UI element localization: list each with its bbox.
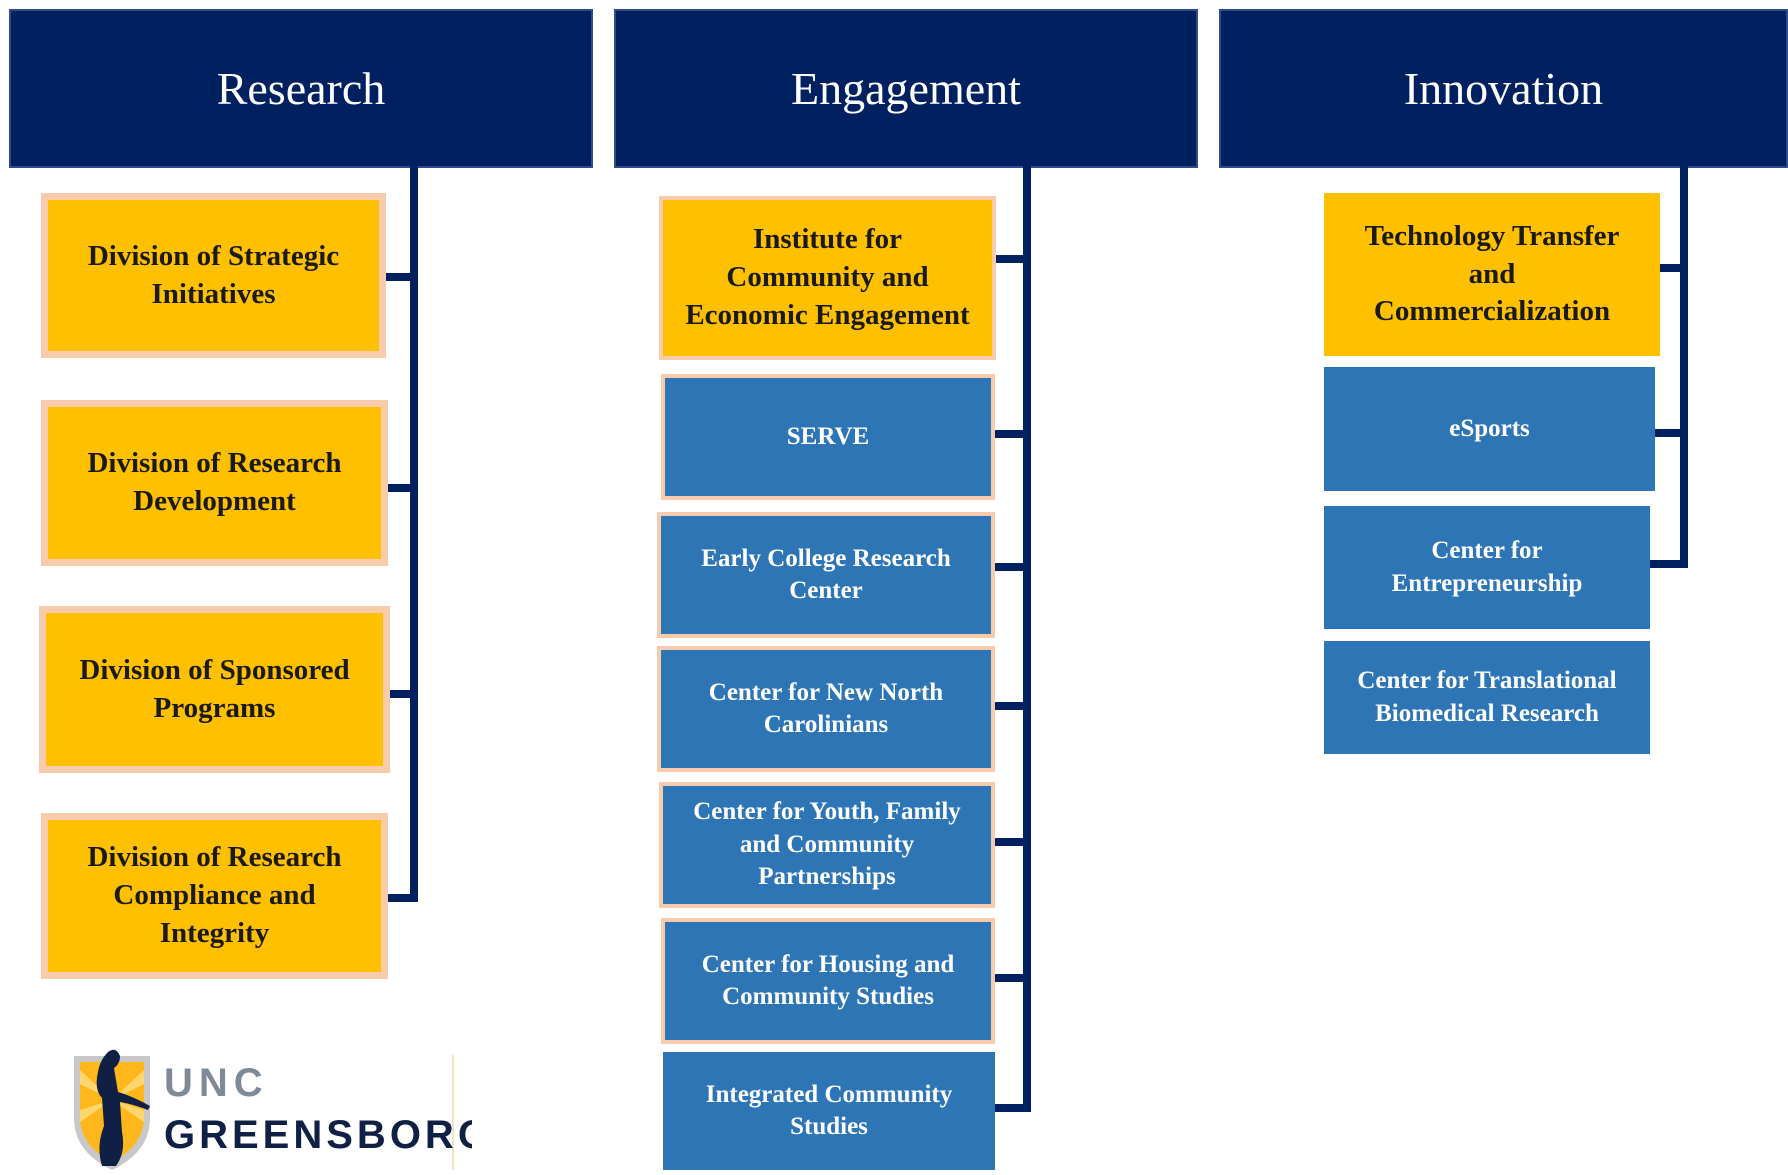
logo-graphic: UNC GREENSBORO	[74, 1049, 489, 1170]
center-entrepreneurship: Center for Entrepreneurship	[1324, 506, 1650, 629]
engagement-connector-stub	[995, 974, 1027, 982]
innovation-connector-line	[1680, 166, 1688, 568]
research-header: Research	[9, 9, 593, 168]
center-translational-biomedical-research: Center for Translational Biomedical Rese…	[1324, 641, 1650, 754]
unc-greensboro-logo: UNC GREENSBORO	[72, 1040, 489, 1170]
innovation-header: Innovation	[1219, 9, 1788, 168]
engagement-connector-stub	[995, 430, 1027, 438]
division-research-compliance-integrity: Division of Research Compliance and Inte…	[41, 813, 388, 979]
engagement-connector-stub	[995, 255, 1027, 263]
research-connector-stub	[386, 894, 414, 902]
engagement-connector-stub	[995, 1104, 1027, 1112]
innovation-connector-stub	[1650, 560, 1684, 568]
division-research-development: Division of Research Development	[41, 400, 388, 566]
serve-box: SERVE	[661, 374, 995, 500]
center-new-north-carolinians: Center for New North Carolinians	[657, 646, 995, 772]
technology-transfer-commercialization: Technology Transfer and Commercializatio…	[1324, 193, 1660, 356]
research-connector-line	[410, 166, 418, 902]
svg-text:GREENSBORO: GREENSBORO	[164, 1113, 472, 1157]
division-sponsored-programs: Division of Sponsored Programs	[39, 606, 390, 773]
engagement-connector-stub	[995, 563, 1027, 571]
early-college-research-center: Early College Research Center	[657, 512, 995, 638]
innovation-connector-stub	[1655, 429, 1684, 437]
engagement-connector-stub	[995, 838, 1027, 846]
engagement-header: Engagement	[614, 9, 1198, 168]
division-strategic-initiatives: Division of Strategic Initiatives	[41, 193, 386, 358]
institute-community-economic-engagement: Institute for Community and Economic Eng…	[659, 196, 996, 360]
integrated-community-studies: Integrated Community Studies	[663, 1052, 995, 1170]
logo-divider	[452, 1055, 454, 1170]
center-housing-community-studies: Center for Housing and Community Studies	[661, 918, 995, 1044]
esports-box: eSports	[1324, 367, 1655, 491]
innovation-connector-stub	[1660, 264, 1684, 272]
center-youth-family-community-partnerships: Center for Youth, Family and Community P…	[659, 782, 995, 908]
engagement-connector-line	[1023, 166, 1031, 1112]
research-connector-stub	[386, 484, 414, 492]
research-connector-stub	[386, 273, 414, 281]
research-connector-stub	[386, 690, 414, 698]
engagement-connector-stub	[995, 702, 1027, 710]
svg-text:UNC: UNC	[164, 1061, 269, 1105]
